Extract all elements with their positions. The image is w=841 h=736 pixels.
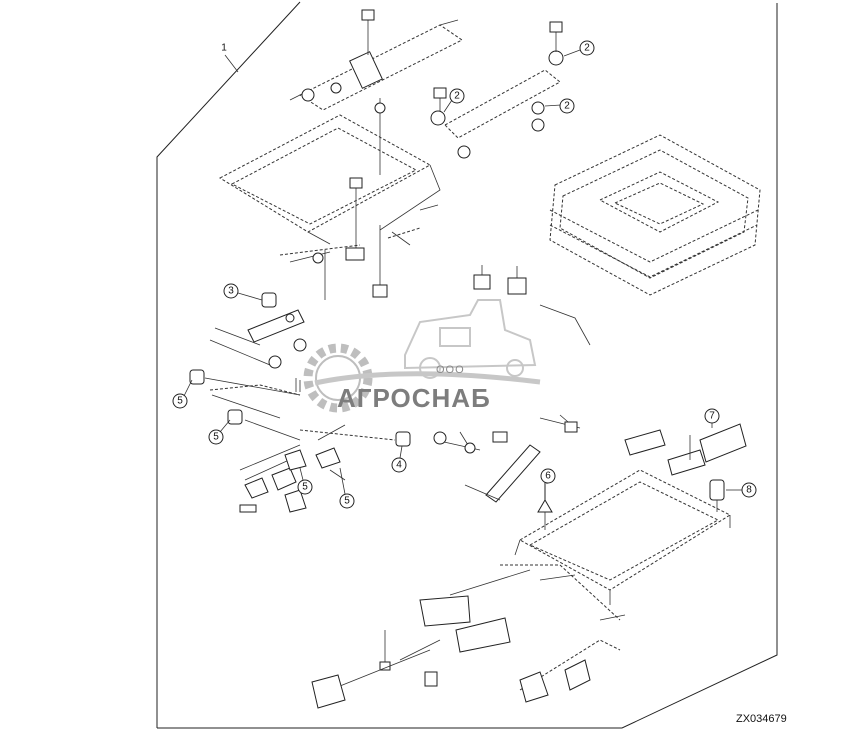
callout-2a: 2 bbox=[563, 40, 595, 57]
callout-2c: 2 bbox=[544, 98, 575, 114]
callout-number: 3 bbox=[228, 286, 234, 297]
seat-frame bbox=[218, 98, 441, 300]
harvester-icon bbox=[404, 299, 537, 379]
callout-number: 6 bbox=[545, 471, 551, 482]
callout-number: 8 bbox=[746, 485, 752, 496]
callout-number: 7 bbox=[709, 411, 715, 422]
mount-blocks bbox=[473, 265, 591, 346]
upper-lever-assembly bbox=[289, 9, 463, 111]
seat-cushion bbox=[549, 134, 761, 296]
callout-number: 5 bbox=[302, 482, 308, 493]
callout-5c: 5 bbox=[297, 467, 313, 495]
swoosh-graphic bbox=[314, 371, 541, 386]
callout-2b: 2 bbox=[443, 88, 465, 113]
callout-number: 5 bbox=[213, 432, 219, 443]
left-linkage-assembly bbox=[189, 292, 411, 513]
callout-number: 5 bbox=[177, 396, 183, 407]
lower-suspension-assembly bbox=[311, 414, 747, 709]
callout-5b: 5 bbox=[208, 419, 231, 445]
watermark-prefix: ООО bbox=[436, 364, 465, 376]
callout-number: 2 bbox=[564, 101, 570, 112]
callout-5d: 5 bbox=[339, 467, 355, 509]
callout-5a: 5 bbox=[172, 379, 193, 409]
callout-8: 8 bbox=[726, 482, 757, 498]
diagram-border bbox=[156, 1, 778, 729]
callout-number: 2 bbox=[584, 43, 590, 54]
callout-4: 4 bbox=[391, 445, 407, 473]
callout-6: 6 bbox=[540, 468, 556, 485]
callout-number: 2 bbox=[454, 91, 460, 102]
callout-3: 3 bbox=[223, 283, 263, 301]
right-lever-assembly bbox=[430, 21, 564, 159]
watermark-company-name: АГРОСНАБ bbox=[337, 383, 491, 413]
callout-7: 7 bbox=[704, 408, 720, 428]
callout-number: 1 bbox=[221, 43, 227, 54]
watermark-logo bbox=[303, 299, 541, 413]
drawing-code: ZX034679 bbox=[736, 713, 787, 725]
callout-number: 5 bbox=[344, 496, 350, 507]
callout-number: 4 bbox=[396, 460, 402, 471]
callout-1: 1 bbox=[221, 43, 239, 73]
